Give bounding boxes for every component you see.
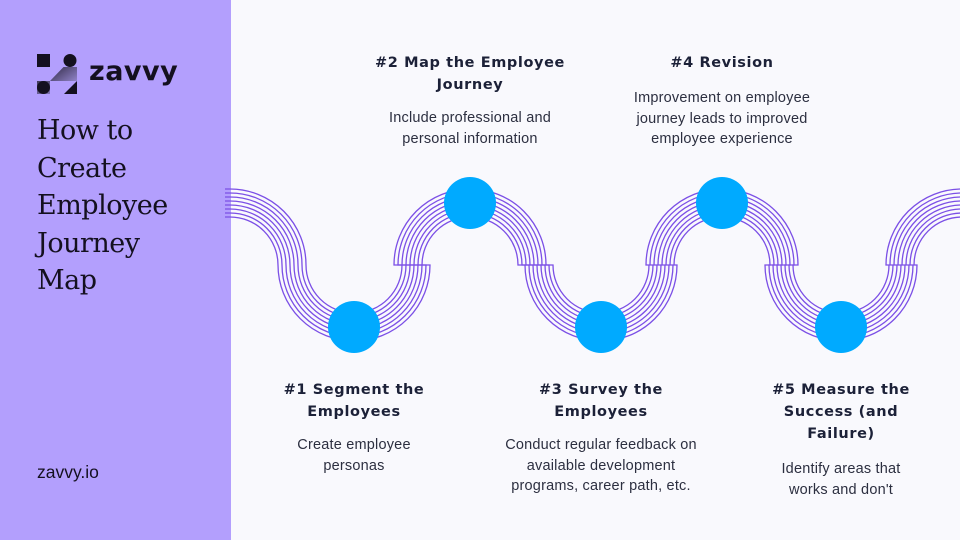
- page-title: How to Create Employee Journey Map: [37, 112, 227, 300]
- step-4: #4 Revision Improvement on employee jour…: [630, 52, 814, 150]
- step-5-description: Identify areas that works and don't: [781, 461, 901, 498]
- step-5-heading: #5 Measure the Success (and Failure): [772, 382, 910, 442]
- title-line: Create: [37, 152, 127, 184]
- milestone-3-dot: [575, 301, 627, 353]
- milestone-5-dot: [815, 301, 867, 353]
- milestone-markers: [328, 177, 867, 353]
- milestone-1-dot: [328, 301, 380, 353]
- step-3-heading: #3 Survey the Employees: [539, 382, 663, 420]
- title-line: Journey: [37, 227, 140, 259]
- step-5: #5 Measure the Success (and Failure) Ide…: [760, 379, 922, 500]
- step-4-description: Improvement on employee journey leads to…: [633, 90, 811, 147]
- milestone-2-dot: [444, 177, 496, 229]
- website-link[interactable]: zavvy.io: [37, 462, 99, 482]
- step-4-heading: #4 Revision: [670, 55, 774, 71]
- step-3-description: Conduct regular feedback on available de…: [505, 437, 697, 494]
- milestone-4-dot: [696, 177, 748, 229]
- step-2: #2 Map the Employee Journey Include prof…: [365, 52, 575, 149]
- step-1-description: Create employee personas: [297, 437, 411, 474]
- brand-name: zavvy: [89, 56, 179, 87]
- step-3: #3 Survey the Employees Conduct regular …: [505, 379, 697, 497]
- sidebar: zavvy How to Create Employee Journey Map…: [0, 0, 231, 540]
- title-line: How to: [37, 115, 133, 146]
- title-line: Map: [37, 265, 97, 296]
- step-2-description: Include professional and personal inform…: [389, 110, 551, 147]
- title-line: Employee: [37, 190, 168, 221]
- step-1: #1 Segment the Employees Create employee…: [268, 379, 440, 476]
- step-2-heading: #2 Map the Employee Journey: [375, 55, 565, 93]
- step-1-heading: #1 Segment the Employees: [283, 382, 425, 420]
- zavvy-logo-icon: [37, 54, 77, 94]
